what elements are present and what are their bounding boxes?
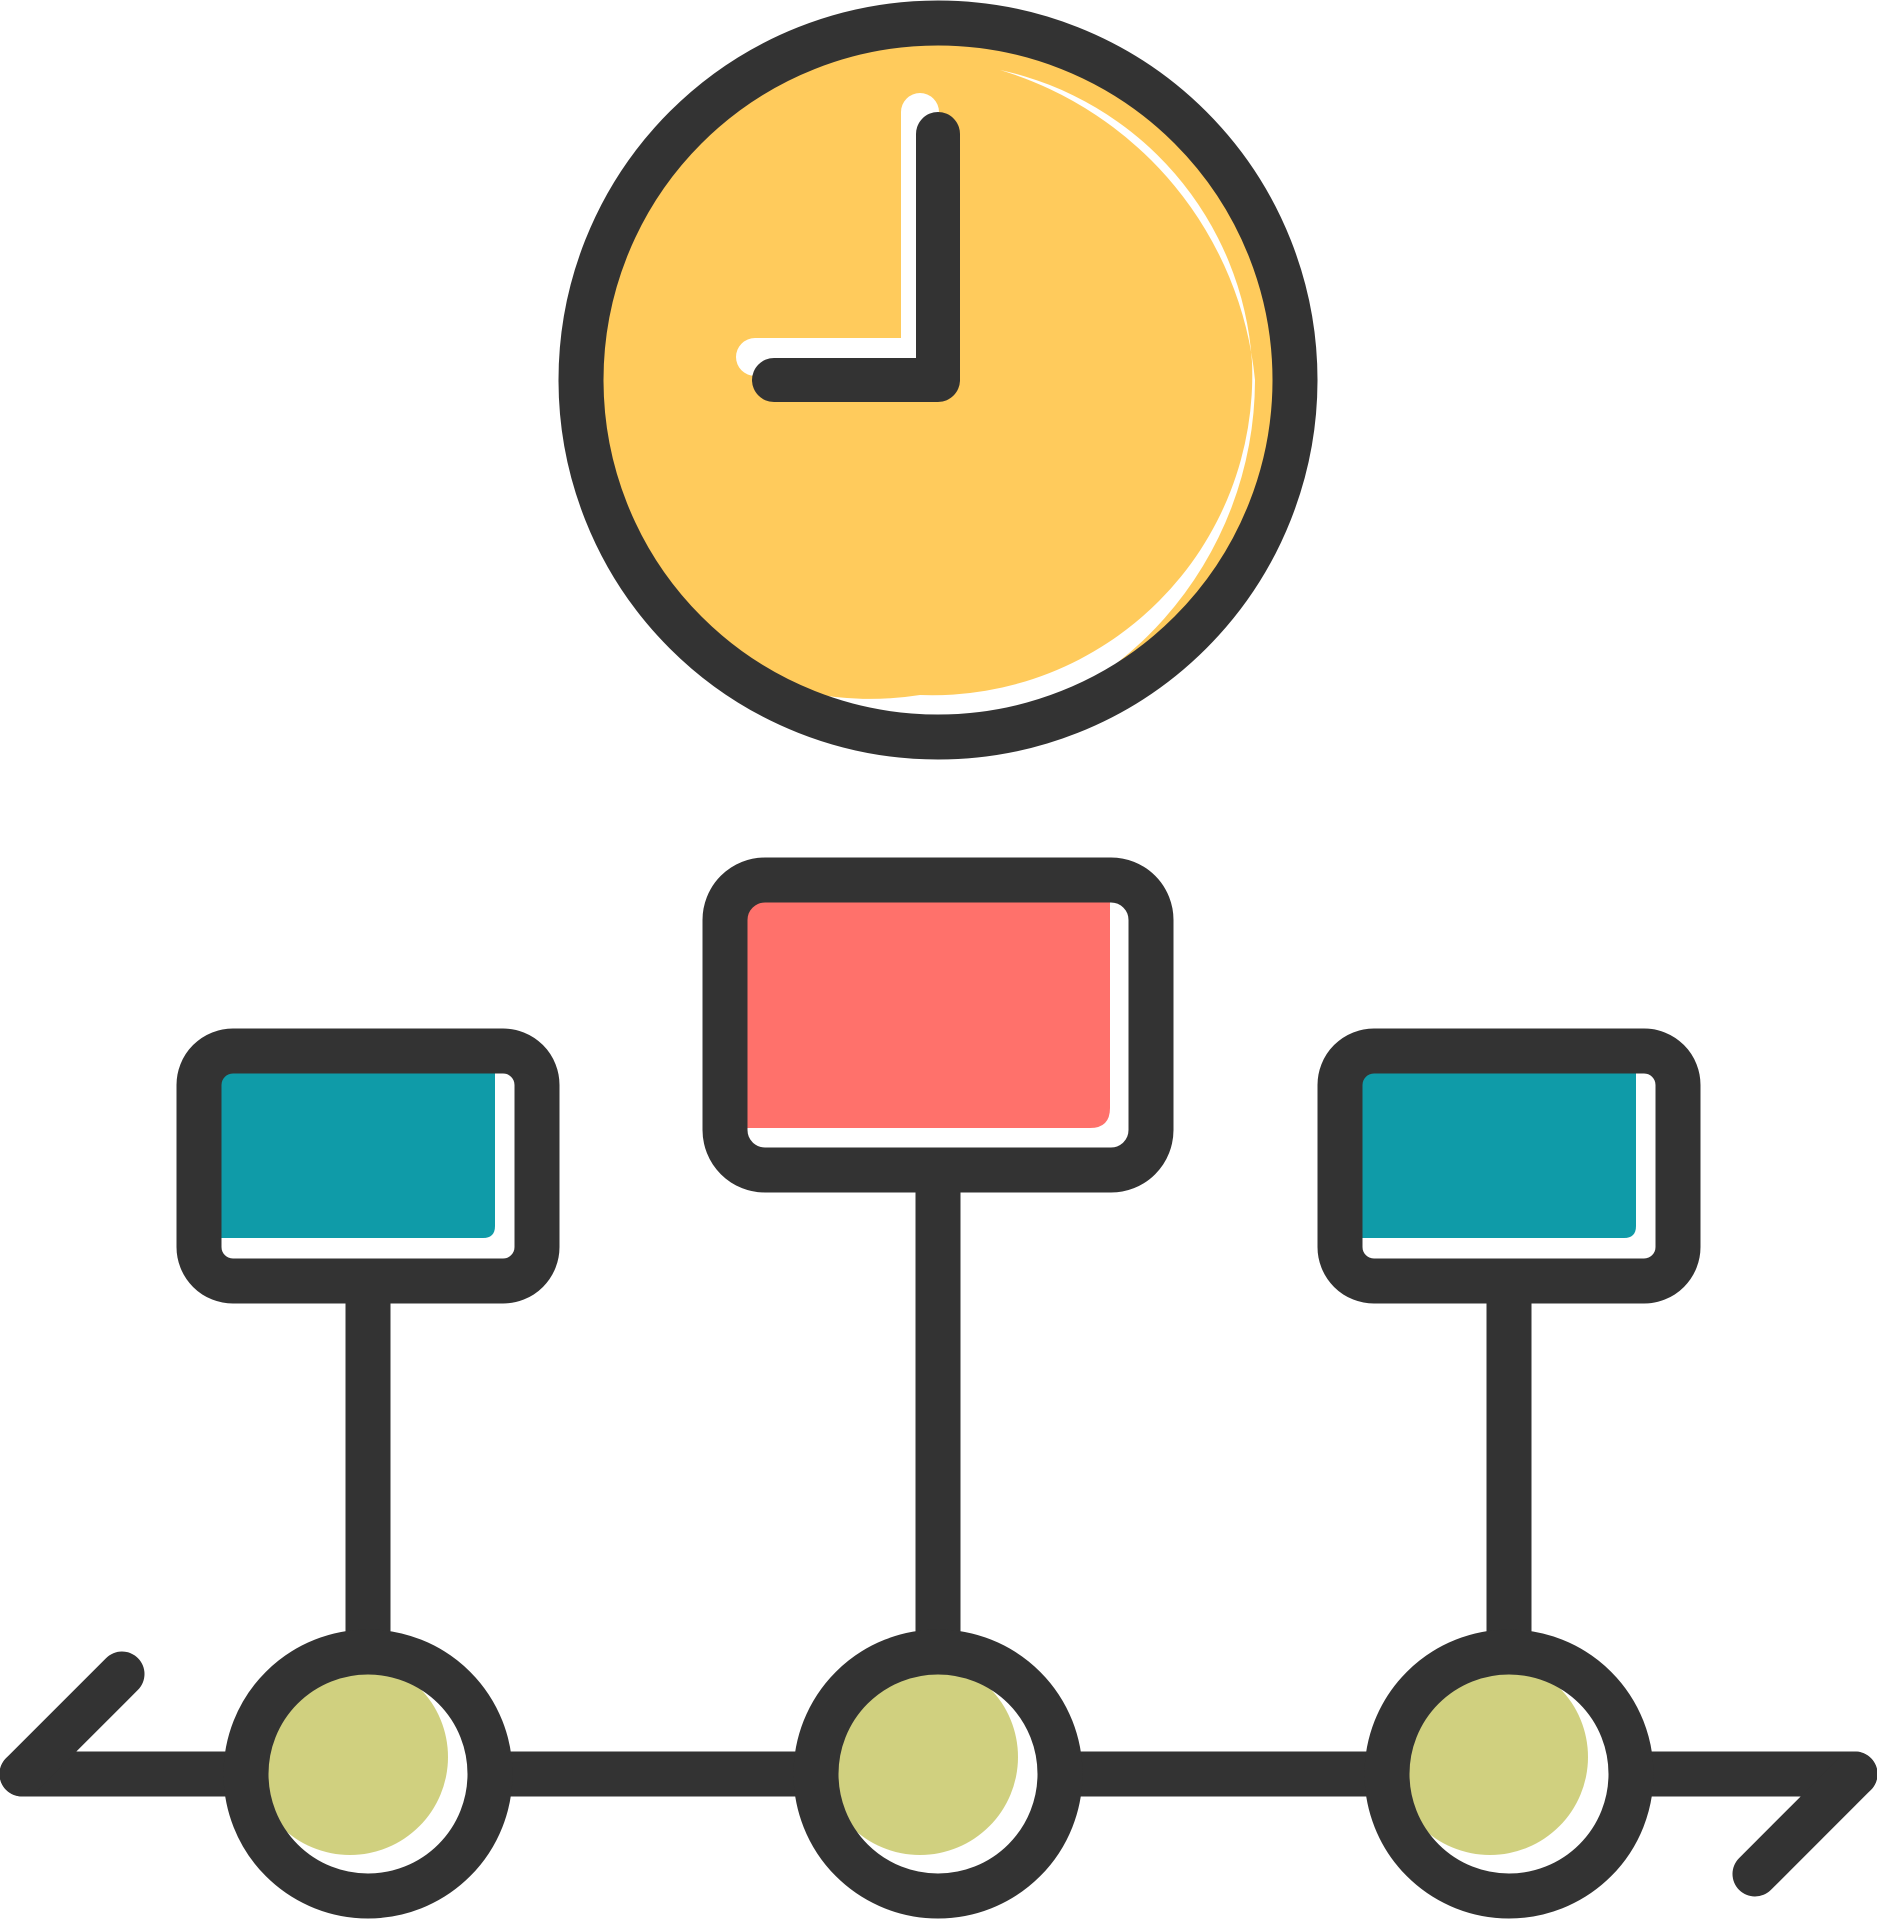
- node-left-outline: [223, 1629, 513, 1919]
- timeline-arrow: [0, 1651, 1877, 1897]
- timeline-node-center: [793, 1629, 1083, 1919]
- node-right-outline: [1364, 1629, 1654, 1919]
- clock-hands: [752, 112, 960, 402]
- node-left-fill: [252, 1659, 448, 1855]
- center-card-fill: [725, 880, 1151, 1170]
- left-card-fill: [199, 1051, 537, 1281]
- timeline-node-left: [223, 1629, 513, 1919]
- node-center-fill: [822, 1659, 1018, 1855]
- center-card-highlight: [725, 880, 1151, 1170]
- right-card-highlight: [1340, 1051, 1678, 1281]
- left-card-highlight: [199, 1051, 537, 1281]
- right-card-outline: [1317, 1028, 1701, 1304]
- clock-icon: [558, 0, 1318, 760]
- node-center-outline: [793, 1629, 1083, 1919]
- node-right-fill: [1392, 1659, 1588, 1855]
- timeline-node-right: [1364, 1629, 1654, 1919]
- center-card: [702, 857, 1174, 1193]
- center-card-outline: [702, 857, 1174, 1193]
- right-card: [1317, 1028, 1701, 1304]
- connector-lines: [345, 1146, 1532, 1675]
- right-card-fill: [1340, 1051, 1678, 1281]
- arrow-head-left: [0, 1651, 145, 1797]
- clock-outline: [558, 0, 1318, 760]
- left-card: [176, 1028, 560, 1304]
- left-card-outline: [176, 1028, 560, 1304]
- arrow-head-right: [1732, 1751, 1877, 1897]
